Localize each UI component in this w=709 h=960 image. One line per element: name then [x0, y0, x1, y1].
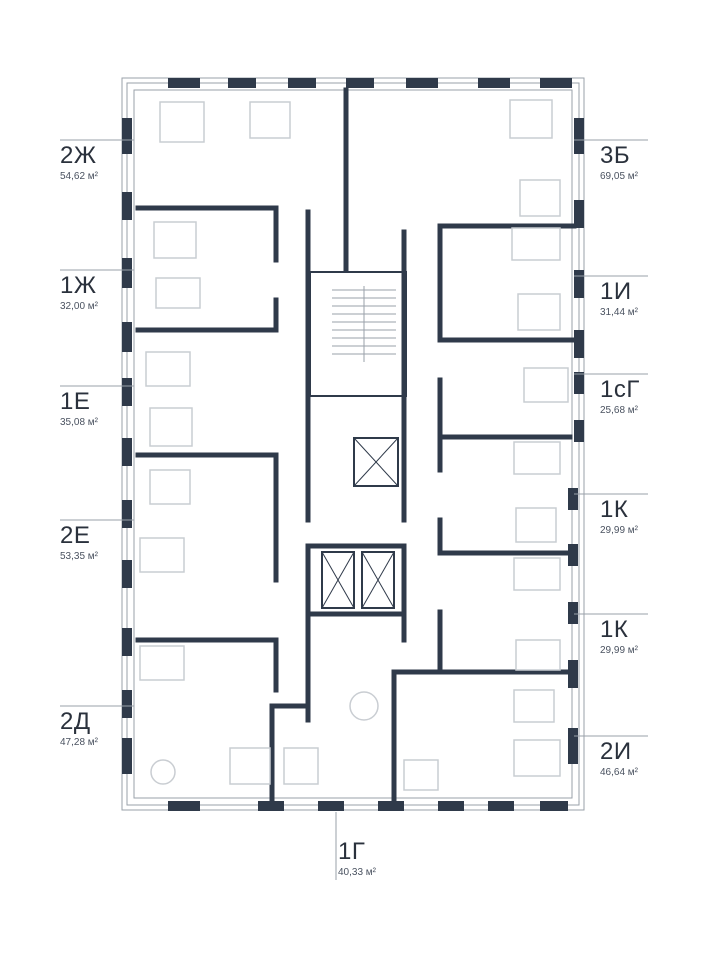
apartment-code: 1Ж: [60, 272, 97, 299]
apartment-code: 2Е: [60, 522, 91, 549]
apartment-label-1zh[interactable]: 1Ж 32,00 м²: [60, 272, 98, 314]
apartment-code: 2И: [600, 738, 632, 765]
apartment-label-1k-upper[interactable]: 1К 29,99 м²: [600, 496, 638, 538]
apartment-label-1sg[interactable]: 1сГ 25,68 м²: [600, 376, 640, 418]
apartment-label-2zh[interactable]: 2Ж 54,62 м²: [60, 142, 98, 184]
apartment-code: 2Ж: [60, 142, 97, 169]
apartment-code: 3Б: [600, 142, 631, 169]
core: [309, 271, 407, 609]
windows: [122, 78, 584, 811]
apartment-area: 46,64 м²: [600, 767, 639, 778]
apartment-code: 1К: [600, 496, 629, 523]
furniture: [139, 99, 569, 791]
apartment-area: 31,44 м²: [600, 307, 639, 318]
apartment-area: 69,05 м²: [600, 171, 639, 182]
apartment-label-3b[interactable]: 3Б 69,05 м²: [600, 142, 638, 184]
apartment-label-2d[interactable]: 2Д 47,28 м²: [60, 708, 98, 750]
apartment-label-1i[interactable]: 1И 31,44 м²: [600, 278, 638, 320]
apartment-label-2e[interactable]: 2Е 53,35 м²: [60, 522, 98, 564]
apartment-area: 29,99 м²: [600, 525, 639, 536]
apartment-area: 47,28 м²: [60, 737, 99, 748]
apartment-code: 1Г: [338, 838, 366, 865]
apartment-label-2i[interactable]: 2И 46,64 м²: [600, 738, 638, 780]
apartment-area: 35,08 м²: [60, 417, 99, 428]
apartment-code: 1сГ: [600, 376, 640, 403]
apartment-area: 29,99 м²: [600, 645, 639, 656]
walls: [135, 87, 577, 803]
apartment-area: 53,35 м²: [60, 551, 99, 562]
stairs: [332, 286, 396, 362]
apartment-code: 1К: [600, 616, 629, 643]
apartment-code: 1Е: [60, 388, 91, 415]
apartment-area: 25,68 м²: [600, 405, 639, 416]
leader-lines: [60, 139, 648, 880]
apartment-area: 54,62 м²: [60, 171, 99, 182]
apartment-area: 32,00 м²: [60, 301, 99, 312]
apartment-code: 2Д: [60, 708, 91, 735]
apartment-code: 1И: [600, 278, 632, 305]
apartment-label-1k-lower[interactable]: 1К 29,99 м²: [600, 616, 638, 658]
apartment-area: 40,33 м²: [338, 867, 377, 878]
apartment-label-1g[interactable]: 1Г 40,33 м²: [338, 838, 376, 880]
apartment-label-1e[interactable]: 1Е 35,08 м²: [60, 388, 98, 430]
